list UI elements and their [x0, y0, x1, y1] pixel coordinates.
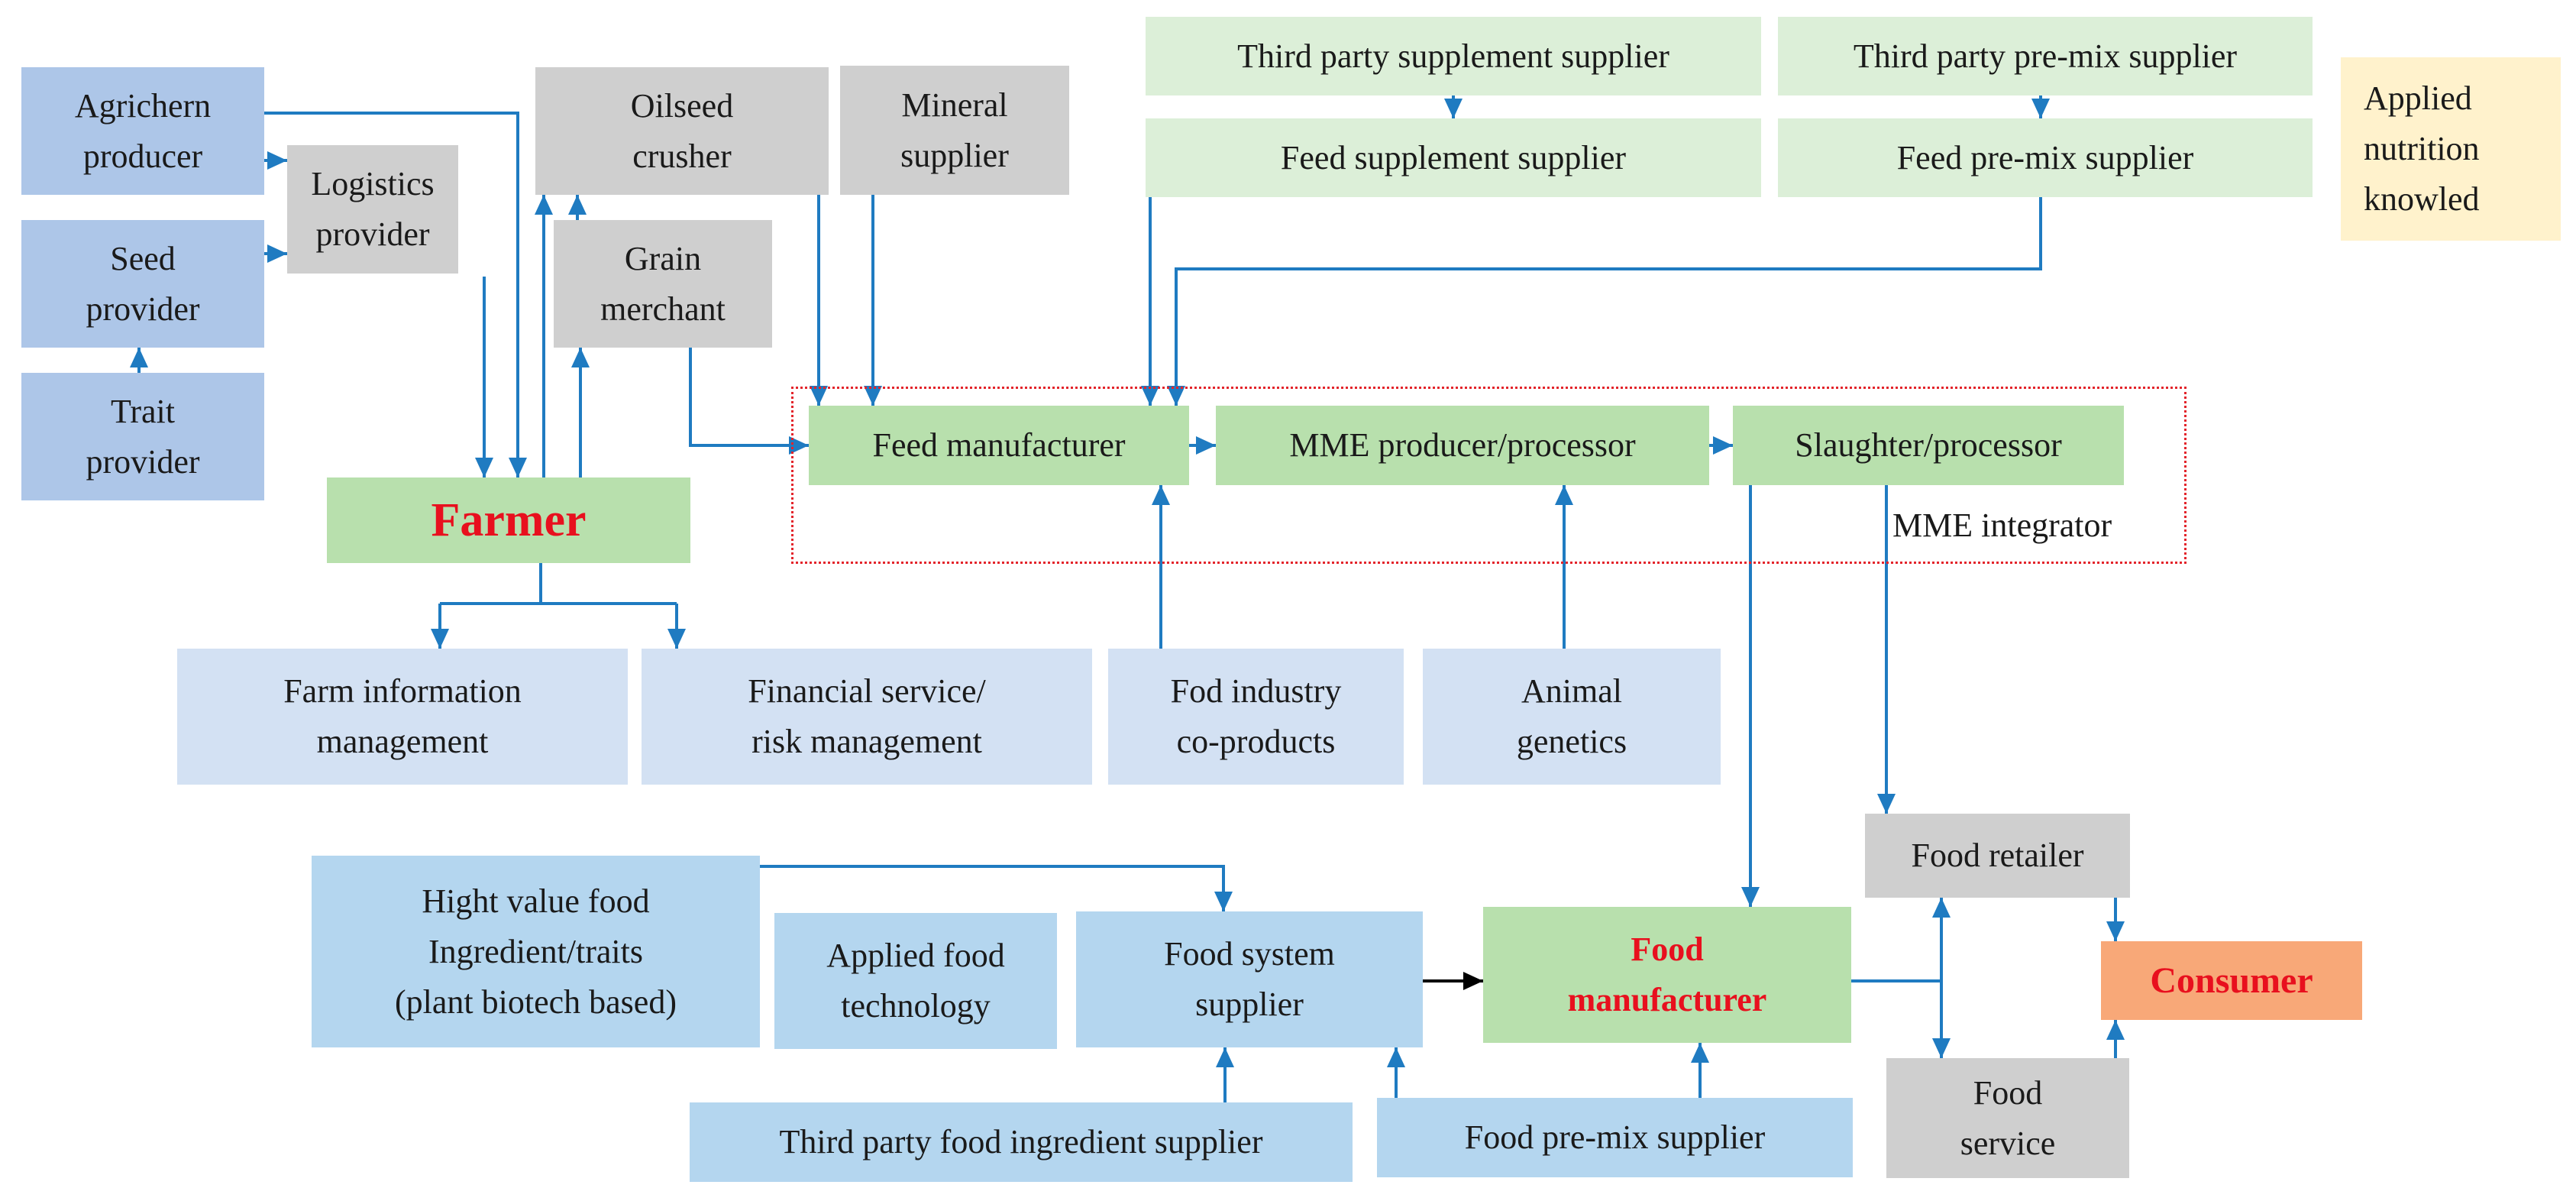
mineral-supplier-node: Mineral supplier: [840, 66, 1069, 195]
arrowhead: [864, 386, 882, 406]
connector-line: [760, 865, 1225, 911]
feed-supplement-supplier-node: Feed supplement supplier: [1146, 118, 1761, 197]
applied-nutrition-knowledge-node: Applied nutrition knowled: [2341, 57, 2561, 241]
farmer-node: Farmer: [327, 477, 690, 563]
trait-provider-node: Trait provider: [21, 373, 264, 500]
feed-premix-supplier-node: Feed pre-mix supplier: [1778, 118, 2313, 197]
seed-provider-node: Seed provider: [21, 220, 264, 348]
arrowhead: [535, 195, 553, 215]
arrowhead: [1877, 794, 1896, 814]
grain-merchant-node: Grain merchant: [554, 220, 772, 348]
arrowhead: [1167, 386, 1185, 406]
arrowhead: [267, 244, 287, 263]
arrowhead: [571, 348, 590, 367]
financial-risk-management-node: Financial service/ risk management: [642, 649, 1092, 785]
farm-information-management-node: Farm information management: [177, 649, 628, 785]
feed-manufacturer-node: Feed manufacturer: [809, 406, 1189, 485]
arrowhead: [2106, 1020, 2125, 1040]
arrowhead: [1196, 436, 1216, 455]
arrowhead: [810, 386, 828, 406]
agrichem-producer-node: Agrichern producer: [21, 67, 264, 195]
fod-industry-coproducts-node: Fod industry co-products: [1108, 649, 1404, 785]
connector-line: [689, 348, 809, 447]
mme-producer-processor-node: MME producer/processor: [1216, 406, 1709, 485]
animal-genetics-node: Animal genetics: [1423, 649, 1721, 785]
food-retailer-node: Food retailer: [1865, 814, 2130, 898]
arrowhead: [1691, 1043, 1709, 1063]
oilseed-crusher-node: Oilseed crusher: [535, 67, 829, 195]
arrowhead: [1741, 887, 1760, 907]
applied-food-technology-node: Applied food technology: [774, 913, 1057, 1049]
arrowhead: [130, 348, 148, 367]
slaughter-processor-node: Slaughter/processor: [1733, 406, 2124, 485]
food-manufacturer-node: Food manufacturer: [1483, 907, 1851, 1043]
arrowhead: [1141, 386, 1159, 406]
arrowhead: [568, 195, 587, 215]
logistics-provider-node: Logistics provider: [287, 145, 458, 274]
arrowhead: [1387, 1047, 1405, 1067]
mme-integrator-boundary: [791, 387, 2187, 564]
food-service-node: Food service: [1886, 1058, 2129, 1178]
third-party-food-ingredient-supplier-node: Third party food ingredient supplier: [690, 1102, 1353, 1182]
mme-integrator-label: MME integrator: [1892, 507, 2112, 544]
food-premix-supplier-node: Food pre-mix supplier: [1377, 1098, 1853, 1177]
arrowhead: [1463, 972, 1483, 990]
connector-line: [264, 112, 519, 477]
arrowhead: [1713, 436, 1733, 455]
third-party-premix-supplier-node: Third party pre-mix supplier: [1778, 17, 2313, 95]
arrowhead: [2106, 921, 2125, 941]
consumer-node: Consumer: [2101, 941, 2362, 1020]
arrowhead: [1444, 99, 1463, 118]
arrowhead: [1214, 892, 1233, 911]
third-party-supplement-supplier-node: Third party supplement supplier: [1146, 17, 1761, 95]
arrowhead: [1152, 485, 1170, 505]
arrowhead: [1555, 485, 1573, 505]
arrowhead: [667, 629, 686, 649]
high-value-food-ingredient-node: Hight value food Ingredient/traits (plan…: [312, 856, 760, 1047]
arrowhead: [1216, 1047, 1234, 1067]
arrowhead: [509, 458, 527, 477]
food-system-supplier-node: Food system supplier: [1076, 911, 1423, 1047]
arrowhead: [789, 436, 809, 455]
arrowhead: [1932, 1038, 1951, 1058]
arrowhead: [475, 458, 493, 477]
connector-line: [1175, 197, 2042, 406]
arrowhead: [267, 151, 287, 170]
arrowhead: [1932, 898, 1951, 918]
arrowhead: [431, 629, 449, 649]
arrowhead: [2031, 99, 2050, 118]
